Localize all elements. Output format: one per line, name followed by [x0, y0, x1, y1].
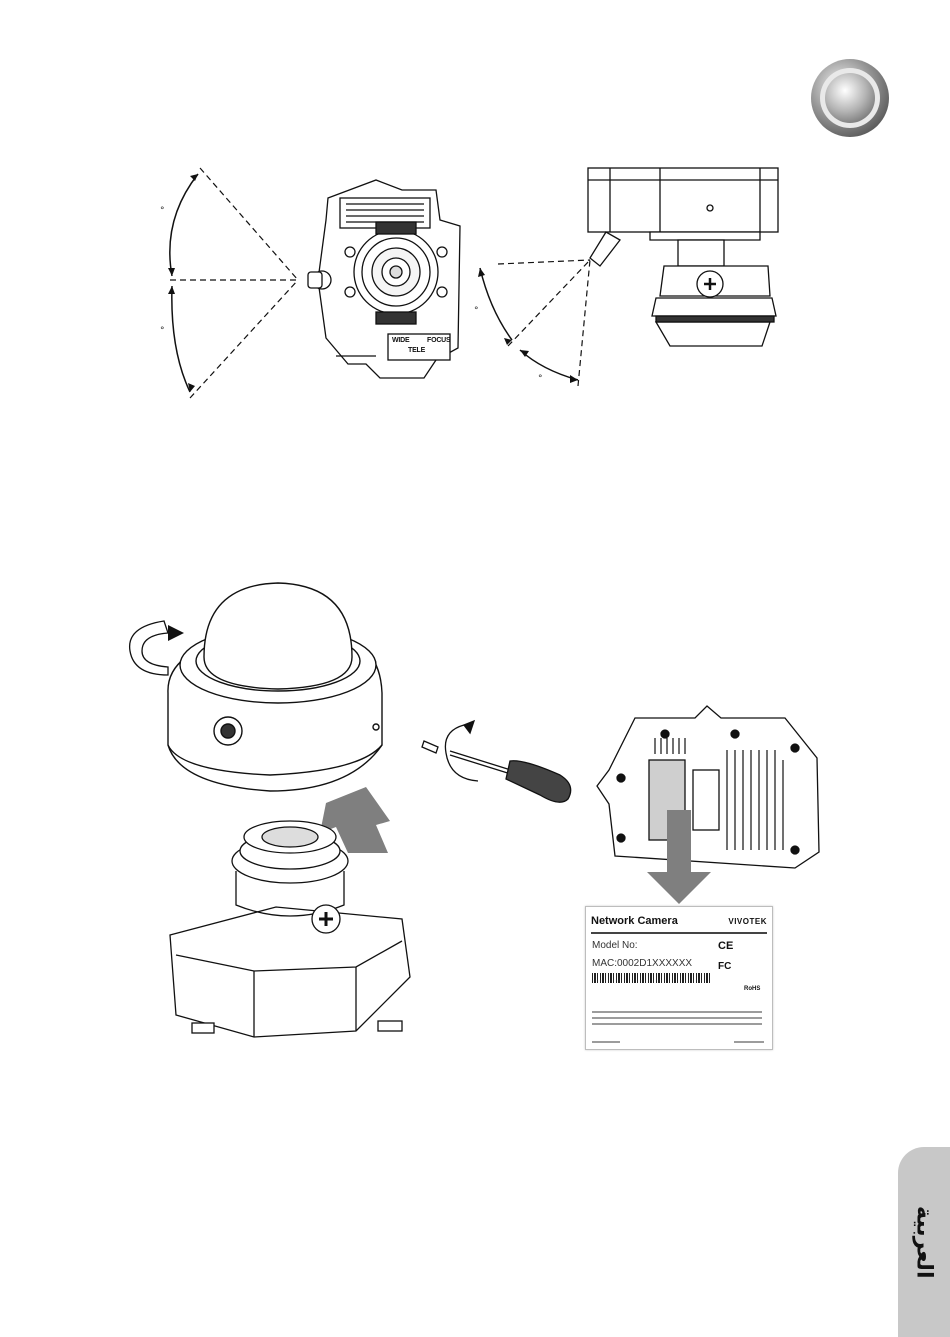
language-side-tab: العربية: [898, 1147, 950, 1337]
barcode: [592, 973, 710, 983]
ce-mark: CE: [718, 940, 733, 952]
chapter-badge-icon: [810, 58, 890, 138]
upper-angle-label: °: [160, 206, 165, 216]
lower-angle-label: °: [160, 326, 165, 336]
lower-pan-angle-label: °: [538, 374, 543, 384]
fine-print-line: [592, 1011, 762, 1013]
product-name: Network Camera: [591, 915, 678, 927]
mac-address-line: MAC:0002D1XXXXXX: [592, 958, 692, 969]
product-label: Network Camera VIVOTEK Model No: MAC:000…: [585, 906, 773, 1050]
footer-right-text: [734, 1041, 764, 1043]
fine-print-line: [592, 1023, 762, 1025]
fine-print-line: [592, 1017, 762, 1019]
label-location-figure: [595, 700, 825, 910]
dome-cover-removal-figure: [120, 575, 600, 1065]
tilt-range-front-figure: ° ° WIDE FOCUS TELE: [140, 160, 460, 410]
footer-left-text: [592, 1041, 620, 1043]
brand-logo: VIVOTEK: [728, 917, 767, 926]
language-tab-label: العربية: [912, 1206, 937, 1279]
fcc-mark: FC: [718, 961, 731, 972]
tele-label: TELE: [408, 347, 425, 354]
label-header: Network Camera VIVOTEK: [591, 910, 767, 934]
upper-pan-angle-label: °: [474, 306, 479, 316]
focus-label: FOCUS: [427, 337, 451, 344]
rohs-mark: RoHS: [744, 986, 760, 992]
model-number-line: Model No:: [592, 940, 638, 951]
wide-label: WIDE: [392, 337, 409, 344]
pan-range-side-figure: ° °: [460, 160, 800, 400]
